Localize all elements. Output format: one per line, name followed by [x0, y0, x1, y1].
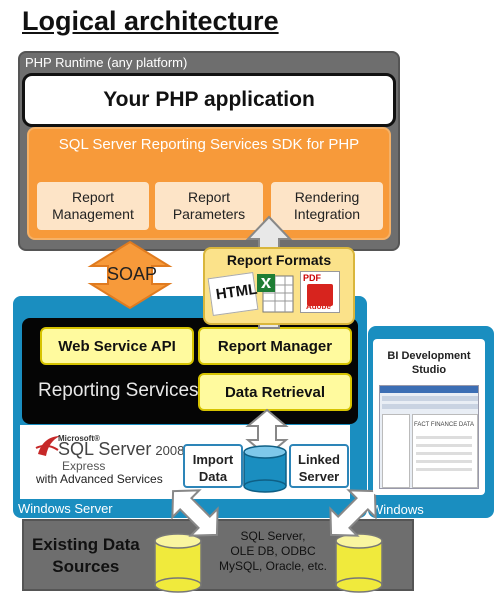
pdf-icon-label: PDF — [303, 273, 321, 283]
diagram-title: Logical architecture — [22, 6, 279, 36]
report-manager-box: Report Manager — [198, 327, 352, 365]
data-source-cylinder-left-icon — [154, 533, 202, 593]
php-application-box: Your PHP application — [22, 73, 396, 127]
sdk-box: SQL Server Reporting Services SDK for PH… — [27, 127, 391, 240]
html-icon-text: HTML — [214, 280, 259, 304]
import-data-arrow — [171, 489, 219, 537]
sql-server-logo-icon — [35, 436, 60, 456]
pdf-icon: PDF Adobe — [300, 271, 340, 313]
database-icon — [243, 445, 287, 493]
web-service-api-box: Web Service API — [40, 327, 194, 365]
windows-label: Windows — [371, 502, 424, 517]
sql-server-edition: Express — [62, 459, 106, 473]
report-formats-title: Report Formats — [226, 252, 332, 268]
sql-server-advanced-services: with Advanced Services — [36, 472, 163, 486]
soap-double-arrow — [87, 240, 173, 310]
linked-server-arrow — [329, 489, 377, 537]
excel-icon — [257, 274, 294, 313]
bi-studio-screenshot: FACT FINANCE DATA — [379, 385, 479, 489]
php-runtime-label: PHP Runtime (any platform) — [25, 55, 188, 70]
microsoft-label: Microsoft® — [58, 434, 100, 443]
adobe-logo-icon — [307, 284, 333, 306]
sdk-title: SQL Server Reporting Services SDK for PH… — [58, 136, 360, 153]
soap-label: SOAP — [107, 264, 158, 284]
bi-studio-screenshot-caption: FACT FINANCE DATA — [414, 422, 475, 428]
data-source-cylinder-right-icon — [335, 533, 383, 593]
reporting-services-label: Reporting Services — [38, 380, 199, 401]
soap-arrow-shape — [87, 240, 173, 310]
data-retrieval-box: Data Retrieval — [198, 373, 352, 411]
pdf-icon-brand: Adobe — [306, 302, 331, 311]
html-icon: HTML — [207, 271, 259, 317]
windows-server-label: Windows Server — [18, 501, 113, 516]
